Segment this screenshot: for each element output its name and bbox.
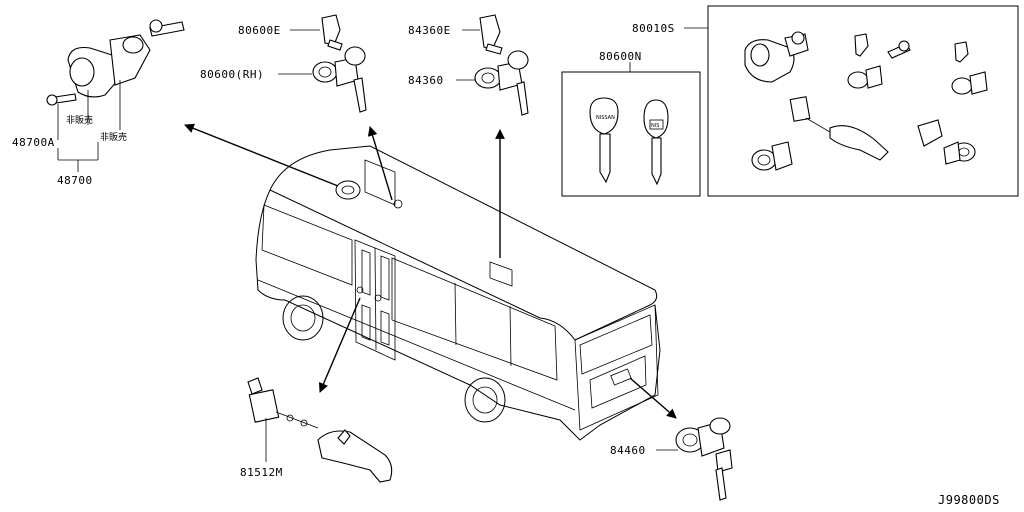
- door-lock-cylinder-80600: [312, 14, 367, 113]
- key-1: NISSAN: [589, 97, 619, 184]
- outside-door-handle-81512M: [247, 377, 393, 483]
- label-80010S: 80010S: [632, 22, 675, 35]
- bus-illustration: [255, 145, 661, 441]
- kit-rear-cylinder: [751, 141, 793, 171]
- kit-door-cylinder: [847, 33, 911, 89]
- label-80600RH: 80600(RH): [200, 68, 264, 81]
- label-84360E: 84360E: [408, 24, 451, 37]
- pointer-arrows: [184, 123, 677, 419]
- svg-text:NIS: NIS: [651, 123, 659, 129]
- ignition-switch-assembly: [46, 19, 185, 106]
- label-84460: 84460: [610, 444, 646, 457]
- lock-kit-box: [707, 5, 1019, 197]
- rear-door-lock-84460: [675, 417, 733, 501]
- trunk-lock-cylinder-84360: [474, 14, 529, 116]
- label-not-for-sale-2: 非販売: [100, 131, 127, 143]
- ignition-leaders: [57, 80, 121, 172]
- kit-trunk-cylinder: [951, 41, 988, 95]
- svg-text:NISSAN: NISSAN: [596, 115, 615, 121]
- diagram-code: J99800DS: [938, 493, 1000, 507]
- label-not-for-sale-1: 非販売: [66, 114, 93, 126]
- key-blank-box: [561, 71, 701, 197]
- label-48700A: 48700A: [12, 136, 55, 149]
- kit-clip-cylinder: [917, 119, 976, 165]
- label-81512M: 81512M: [240, 466, 283, 479]
- key-2: NIS: [643, 99, 669, 186]
- label-80600E: 80600E: [238, 24, 281, 37]
- kit-handle: [789, 96, 889, 161]
- kit-ignition: [744, 31, 809, 83]
- label-80600N: 80600N: [599, 50, 642, 63]
- label-84360: 84360: [408, 74, 444, 87]
- label-48700: 48700: [57, 174, 93, 187]
